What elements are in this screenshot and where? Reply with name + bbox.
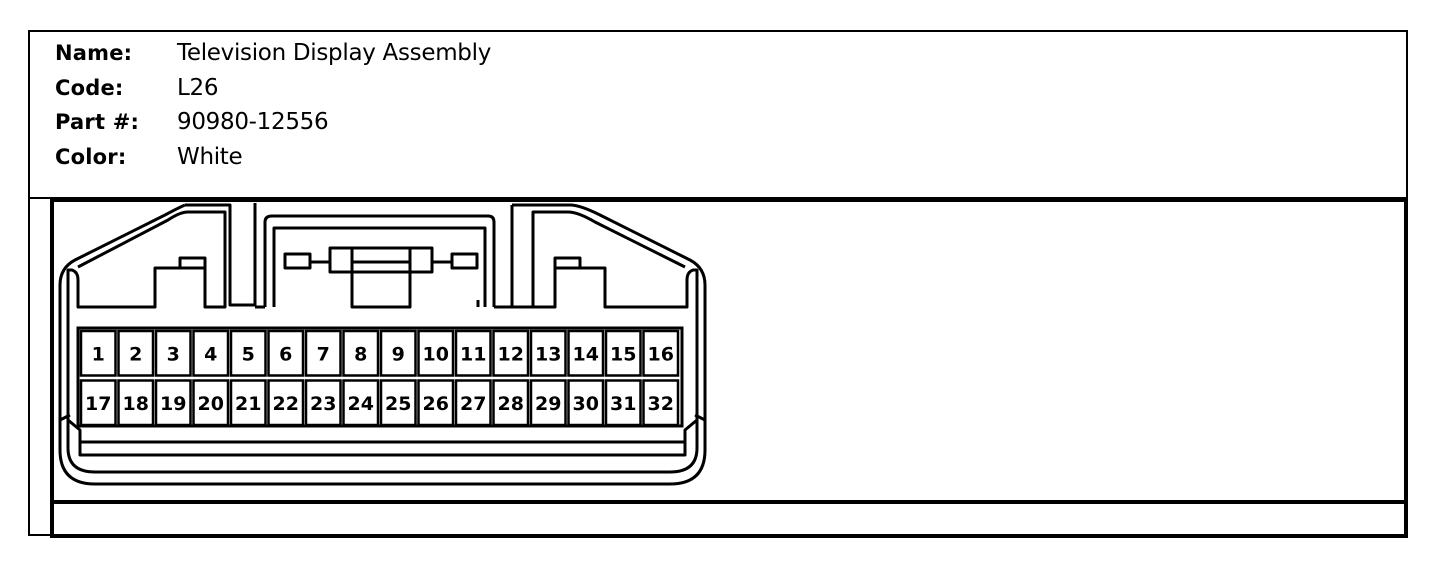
pin-label: 20: [198, 393, 224, 415]
connector-info: Name: Television Display Assembly Code: …: [55, 36, 755, 174]
color-value: White: [177, 143, 243, 170]
pin-label: 29: [535, 393, 561, 415]
pin-cell: [304, 379, 342, 427]
pin-cell: [454, 379, 492, 427]
pin-cell: [567, 379, 605, 427]
pin-cell: [117, 379, 155, 427]
pin-cell: [342, 379, 380, 427]
pin-label: 26: [423, 393, 449, 415]
pin-label: 14: [573, 343, 599, 365]
pin-cell: [567, 329, 605, 377]
code-label: Code:: [55, 75, 124, 100]
color-row: Color: White: [55, 140, 755, 175]
pin-label: 6: [279, 343, 292, 365]
pin-cell: [79, 329, 117, 377]
pin-cell: [454, 329, 492, 377]
pin-cell: [379, 329, 417, 377]
connector-housing: [58, 203, 707, 486]
pin-label: 3: [167, 343, 180, 365]
pin-cell: [417, 329, 455, 377]
pin-label: 17: [85, 393, 111, 415]
name-row: Name: Television Display Assembly: [55, 36, 755, 71]
pin-label: 30: [573, 393, 599, 415]
pin-label: 18: [123, 393, 149, 415]
pin-cell: [604, 329, 642, 377]
code-value: L26: [177, 74, 219, 101]
pin-label: 12: [498, 343, 524, 365]
part-number-label: Part #:: [55, 110, 140, 135]
pin-label: 1: [92, 343, 105, 365]
pin-cell: [192, 379, 230, 427]
pin-label: 25: [385, 393, 411, 415]
pin-label: 9: [392, 343, 405, 365]
color-label: Color:: [55, 144, 127, 169]
pin-cell: [192, 329, 230, 377]
pin-label: 4: [204, 343, 217, 365]
pin-label: 10: [423, 343, 449, 365]
pin-cell: [642, 329, 680, 377]
pin-cell: [79, 379, 117, 427]
pin-label: 16: [648, 343, 674, 365]
pin-label: 15: [610, 343, 636, 365]
pin-cell: [154, 329, 192, 377]
part-number-value: 90980-12556: [177, 109, 329, 136]
pin-label: 8: [354, 343, 367, 365]
pin-label: 19: [160, 393, 186, 415]
pin-cell: [229, 379, 267, 427]
pin-label: 7: [317, 343, 330, 365]
pin-cell: [154, 379, 192, 427]
name-label: Name:: [55, 41, 133, 66]
pin-cell: [492, 329, 530, 377]
pin-label: 21: [235, 393, 261, 415]
pin-cell: [492, 379, 530, 427]
pin-label: 27: [460, 393, 486, 415]
code-row: Code: L26: [55, 71, 755, 106]
pin-label: 13: [535, 343, 561, 365]
pin-label: 22: [273, 393, 299, 415]
pin-label: 23: [310, 393, 336, 415]
pin-cell: [304, 329, 342, 377]
pin-cell: [379, 379, 417, 427]
pin-cell: [267, 379, 305, 427]
pin-cell: [604, 379, 642, 427]
pin-label: 11: [460, 343, 486, 365]
part-number-row: Part #: 90980-12556: [55, 105, 755, 140]
pin-label: 32: [648, 393, 674, 415]
drawing-box: [50, 198, 1408, 538]
pin-cell: [417, 379, 455, 427]
pin-cell: [529, 329, 567, 377]
pin-cell: [642, 379, 680, 427]
pin-label: 31: [610, 393, 636, 415]
pin-cell: [117, 329, 155, 377]
pin-label: 2: [129, 343, 142, 365]
name-value: Television Display Assembly: [177, 40, 492, 67]
pin-cell: [229, 329, 267, 377]
pin-cell: [267, 329, 305, 377]
pin-cell: [342, 329, 380, 377]
pin-label: 24: [348, 393, 374, 415]
pin-cell: [529, 379, 567, 427]
pin-label: 5: [242, 343, 255, 365]
pin-label: 28: [498, 393, 524, 415]
